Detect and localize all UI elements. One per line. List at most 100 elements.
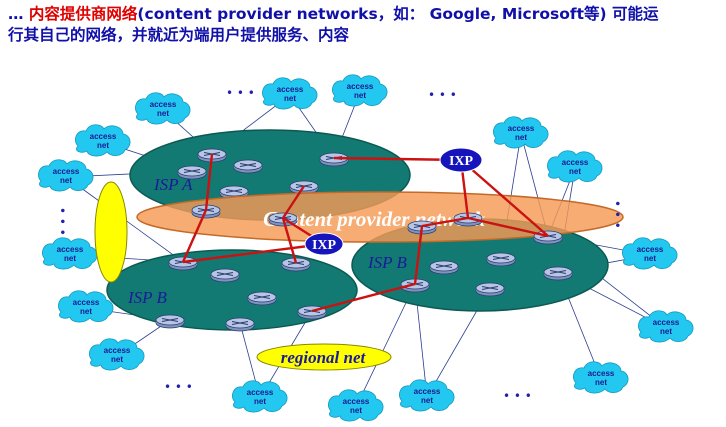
isp-b-left-label: ISP B <box>127 288 167 307</box>
access-net-label-line1: access <box>73 298 100 307</box>
ellipsis-group: • • • • • • • • • • • • • • • • • • <box>55 86 624 403</box>
access-net-label-line2: net <box>421 396 433 405</box>
access-net-label-line2: net <box>569 167 581 176</box>
router-icon <box>225 317 255 332</box>
access-net-label-line1: access <box>343 397 370 406</box>
red-links-isp <box>311 282 416 313</box>
ixp-top-label: IXP <box>449 154 474 169</box>
ixp-center: IXP <box>304 232 344 256</box>
access-net-label-line1: access <box>588 369 615 378</box>
access-net-label-line1: access <box>653 318 680 327</box>
access-net-label-line1: access <box>562 158 589 167</box>
red-link <box>181 209 208 263</box>
content-provider-region: Content provider network <box>136 191 624 243</box>
red-links-content-provider <box>181 153 549 285</box>
thin-link <box>355 283 416 408</box>
red-link <box>421 216 469 228</box>
access-net-label-line2: net <box>350 406 362 415</box>
access-net-label-line1: access <box>277 85 304 94</box>
access-nets: accessnetaccessnetaccessnetaccessnetacce… <box>37 74 694 422</box>
access-net-label-line2: net <box>80 307 92 316</box>
router-icon <box>543 266 573 281</box>
red-link <box>281 185 306 219</box>
router-icon <box>486 252 516 267</box>
regional-net-labeled: regional net <box>256 343 392 371</box>
content-provider-label: Content provider network <box>263 207 485 231</box>
router-icon <box>155 314 185 329</box>
access-net-label-line1: access <box>347 82 374 91</box>
access-net-label-line1: access <box>104 346 131 355</box>
router-icon <box>233 159 263 174</box>
access-net-label-line2: net <box>111 355 123 364</box>
ixp-center-label: IXP <box>312 238 337 253</box>
heading-prefix: … <box>8 5 29 23</box>
router-icon <box>475 282 505 297</box>
red-link <box>182 242 325 264</box>
access-net-label-line2: net <box>284 94 296 103</box>
access-net-label-line1: access <box>247 388 274 397</box>
heading-line2: 行其自己的网络，并就近为端用户提供服务、内容 <box>8 26 350 44</box>
access-net-label-line2: net <box>595 378 607 387</box>
ellipsis-bottom-right: • • • <box>503 389 532 403</box>
red-link <box>467 216 549 238</box>
access-net-label-line1: access <box>150 100 177 109</box>
access-net-label-line2: net <box>64 254 76 263</box>
access-net-label-line2: net <box>60 176 72 185</box>
isp-b-right-label: ISP B <box>367 253 407 272</box>
access-net-label-line2: net <box>515 133 527 142</box>
ellipsis-top: • • • <box>226 86 255 100</box>
ellipsis-left: • • • <box>55 207 69 236</box>
heading-line1-rest: (content provider networks，如： Google, Mi… <box>137 5 659 23</box>
router-icon <box>177 165 207 180</box>
router-icon <box>247 291 277 306</box>
access-net-label-line2: net <box>254 397 266 406</box>
ellipsis-right: • • • <box>610 200 624 229</box>
red-link <box>413 225 424 285</box>
regional-net <box>94 181 128 283</box>
red-link <box>204 153 214 211</box>
access-net-label-line1: access <box>90 132 117 141</box>
access-net-label-line1: access <box>53 167 80 176</box>
ellipsis-bottom-left: • • • <box>164 380 193 394</box>
access-net-label-line1: access <box>637 245 664 254</box>
access-net-label-line1: access <box>414 387 441 396</box>
heading-highlight: 内容提供商网络 <box>28 5 138 23</box>
router-icon <box>319 152 349 167</box>
slide-heading: … 内容提供商网络(content provider networks，如： G… <box>8 4 722 46</box>
ixp-top: IXP <box>439 147 483 173</box>
router-icon <box>429 260 459 275</box>
isp-a-label: ISP A <box>153 175 193 194</box>
red-link <box>311 282 416 313</box>
red-link <box>460 159 549 237</box>
access-net-label-line2: net <box>644 254 656 263</box>
router-icon <box>210 268 240 283</box>
access-net-label-line2: net <box>157 109 169 118</box>
access-net-label-line1: access <box>508 124 535 133</box>
red-link <box>281 217 298 264</box>
access-net-label-line2: net <box>660 327 672 336</box>
access-net-label-line2: net <box>354 91 366 100</box>
regional-net-label: regional net <box>281 348 367 367</box>
access-net-label-line2: net <box>97 141 109 150</box>
access-net-label-line1: access <box>57 245 84 254</box>
router-icon <box>168 256 198 271</box>
ellipsis-top-right: • • • <box>428 88 457 102</box>
